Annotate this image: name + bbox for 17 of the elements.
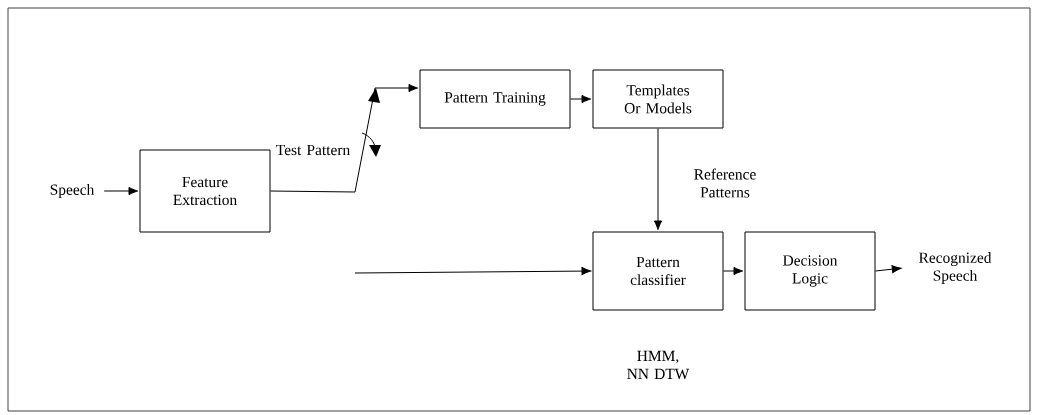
text-label: Speech xyxy=(50,184,95,198)
process-box: Decision Logic xyxy=(744,231,876,311)
arrow xyxy=(570,94,592,104)
note-text: HMM, NN DTW xyxy=(627,350,690,380)
process-box: Pattern Training xyxy=(419,69,571,129)
arrow xyxy=(270,83,419,193)
process-box: Templates Or Models xyxy=(592,69,724,129)
arrow xyxy=(653,128,663,231)
arrow xyxy=(354,267,592,276)
process-box: Pattern classifier xyxy=(592,231,724,311)
text-label: Recognized Speech xyxy=(919,252,992,284)
edge-label: Test Pattern xyxy=(272,143,354,157)
process-box: Feature Extraction xyxy=(139,149,271,233)
arrow xyxy=(875,265,902,274)
arrow xyxy=(723,266,744,276)
edge-label: Reference Patterns xyxy=(684,167,766,199)
arrow xyxy=(103,186,139,196)
